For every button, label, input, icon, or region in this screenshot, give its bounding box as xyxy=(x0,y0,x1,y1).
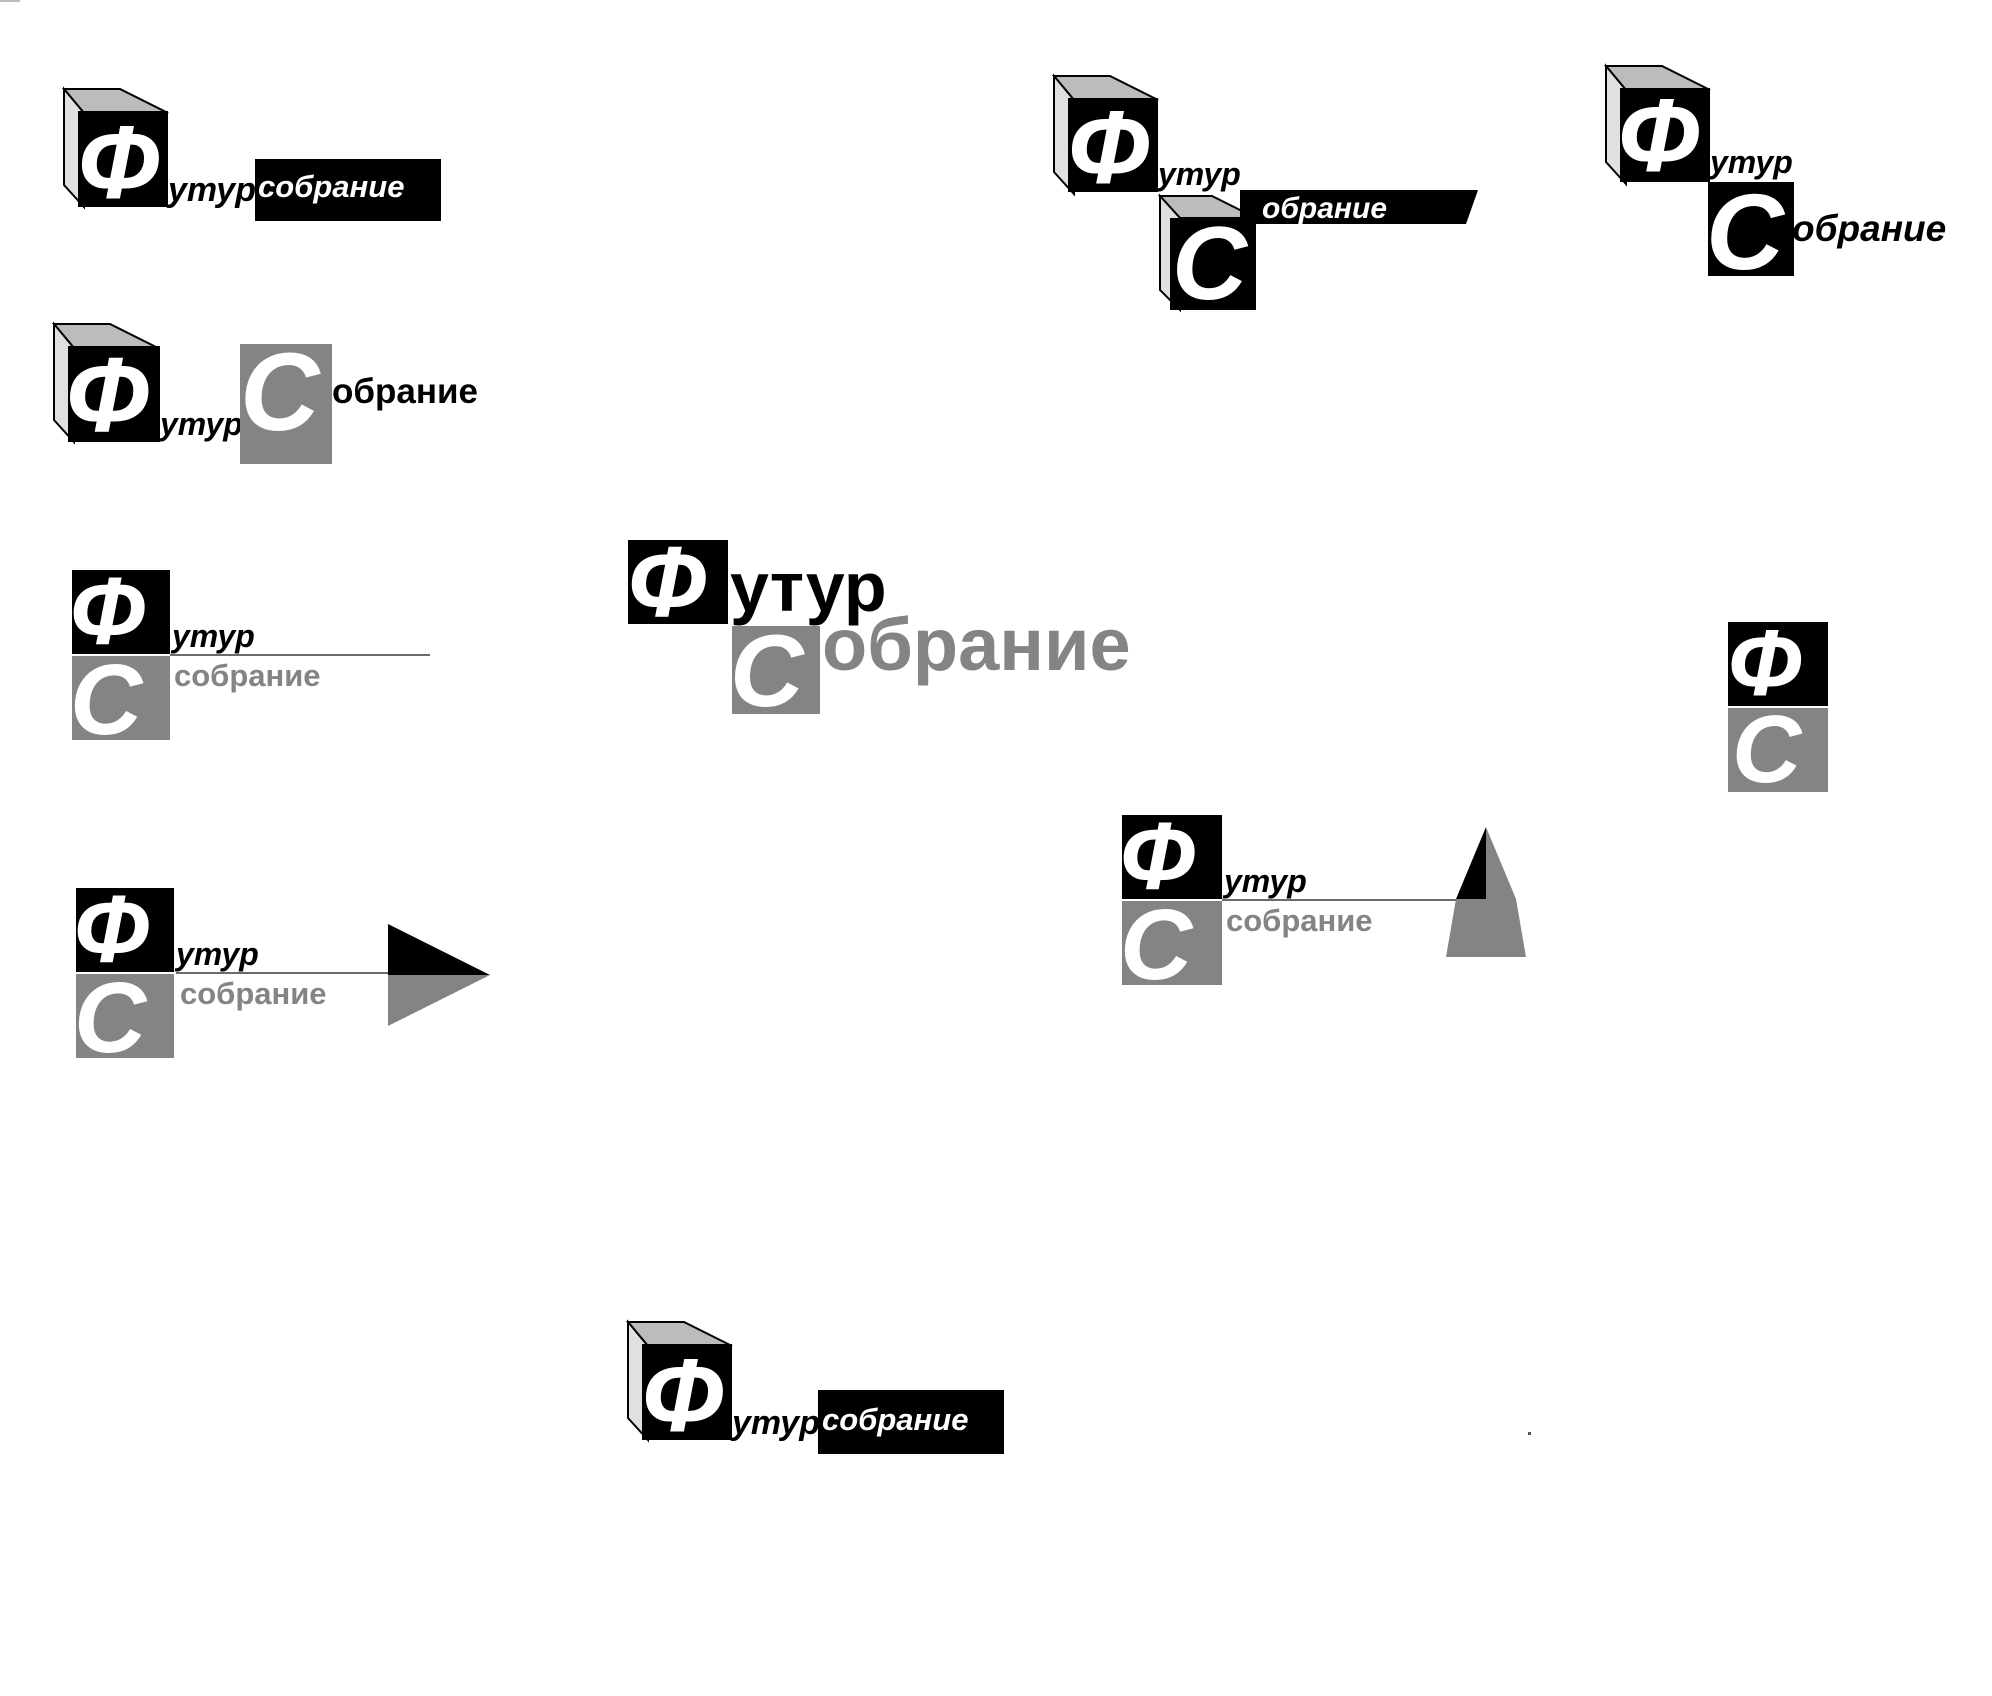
corner-mark xyxy=(0,0,20,2)
sobranie-text: собрание xyxy=(180,976,327,1011)
logo-variant-8: Ф утур С собрание xyxy=(74,882,506,1068)
letter-f-block xyxy=(628,540,728,624)
logo-variant-10: Ф утур собрание xyxy=(624,1318,1024,1458)
letter-f-block xyxy=(1728,622,1828,706)
letter-c-block xyxy=(1122,901,1222,985)
letter-f-block xyxy=(1068,98,1158,192)
stray-dot xyxy=(1528,1432,1531,1435)
logo-variant-4: Ф утур С обрание xyxy=(50,320,530,470)
sobranie-text: собрание xyxy=(822,1402,969,1437)
obranie-text: обрание xyxy=(332,372,478,411)
letter-f: Ф xyxy=(1728,610,1802,715)
letter-c: С xyxy=(1706,171,1784,292)
letter-c-block xyxy=(1708,182,1794,276)
sobranie-text: собрание xyxy=(174,658,321,693)
letter-f: Ф xyxy=(1068,90,1150,206)
logo-variant-9: Ф утур С собрание xyxy=(1120,809,1542,1001)
letter-f: Ф xyxy=(1120,803,1195,910)
sobranie-slanted-bar xyxy=(1240,190,1478,224)
letter-c-block xyxy=(1728,708,1828,792)
sobranie-text: собрание xyxy=(1226,903,1373,938)
letter-c: С xyxy=(240,331,320,454)
letter-f: Ф xyxy=(642,1338,724,1454)
letter-c: С xyxy=(1172,206,1248,322)
letter-c-block xyxy=(76,974,174,1058)
letter-c: С xyxy=(1120,889,1193,1001)
arrow-right-triangle-icon xyxy=(388,924,490,1026)
letter-f-block xyxy=(76,888,174,972)
futur-text: утур xyxy=(1224,863,1307,899)
letter-f: Ф xyxy=(74,876,149,983)
futur-text: утур xyxy=(172,618,255,654)
letter-f: Ф xyxy=(78,105,160,221)
obranie-text: обрание xyxy=(822,603,1131,686)
letter-f: Ф xyxy=(66,336,149,454)
futur-text: утур xyxy=(168,171,256,209)
letter-f-block xyxy=(78,111,168,207)
logo-variant-6: Ф утур С обрание xyxy=(628,532,1228,728)
logo-variant-7: Ф С xyxy=(1728,616,1838,803)
letter-c-block xyxy=(1170,218,1256,310)
letter-f-block xyxy=(68,346,160,442)
logo-variant-2: Ф утур С обрание xyxy=(1050,72,1478,322)
letter-c: С xyxy=(74,962,147,1074)
futur-text: утур xyxy=(176,936,259,972)
futur-text: утур xyxy=(730,548,887,626)
triangle-up-icon xyxy=(1446,827,1526,957)
letter-c: С xyxy=(70,644,143,756)
futur-text: утур xyxy=(160,406,243,442)
logo-variant-1: Ф утур собрание xyxy=(60,85,460,225)
logo-variant-3: Ф утур С обрание xyxy=(1602,62,1982,292)
obranie-text: обрание xyxy=(1792,208,1947,249)
letter-f-block xyxy=(642,1344,732,1440)
futur-text: утур xyxy=(732,1404,820,1442)
divider-line xyxy=(170,654,430,656)
futur-text: утур xyxy=(1710,144,1793,180)
letter-c: С xyxy=(730,614,804,728)
letter-f-block xyxy=(1122,815,1222,899)
letter-c-block xyxy=(732,626,820,714)
obranie-text: обрание xyxy=(1262,192,1388,225)
sobranie-bar xyxy=(255,159,441,221)
letter-c-block xyxy=(240,344,332,464)
letter-f: Ф xyxy=(70,558,145,665)
letter-f: Ф xyxy=(628,526,707,638)
logo-variant-5: Ф утур С собрание xyxy=(70,564,450,750)
divider-line xyxy=(176,972,466,974)
letter-f: Ф xyxy=(1618,78,1700,194)
letter-c-block xyxy=(72,656,170,740)
letter-f-block xyxy=(1620,88,1710,182)
sobranie-bar xyxy=(818,1390,1004,1454)
sobranie-text: собрание xyxy=(258,169,405,204)
letter-c: С xyxy=(1732,696,1802,803)
futur-text: утур xyxy=(1158,156,1241,192)
divider-line xyxy=(1222,899,1470,901)
letter-f-block xyxy=(72,570,170,654)
